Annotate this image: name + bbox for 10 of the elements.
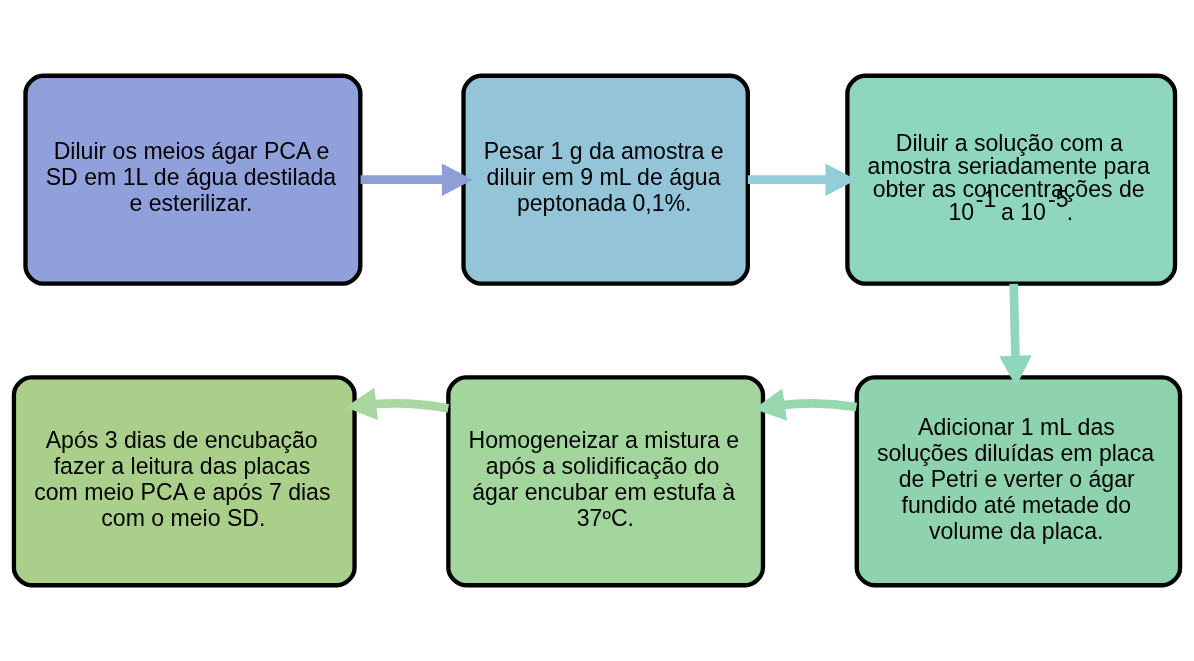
arrow: [747, 163, 857, 196]
node-box: Pesar 1 g da amostra e diluir em 9 mL de água peptonada 0,1%.: [461, 73, 750, 286]
node-box: Homogeneizar a mistura e após a solidificação do ágar encubar em estufa à 37ºC.: [446, 375, 766, 588]
node-box: Diluir os meios ágar PCA e SD em 1L de água destilada e esterilizar.: [23, 73, 363, 286]
arrow: [999, 283, 1032, 387]
node-box: Após 3 dias de encubação fazer a leitura das placas com meio PCA e após 7 dias com o meio SD.: [11, 375, 357, 588]
arrow: [360, 163, 473, 196]
arrow: [345, 387, 449, 420]
arrow: [754, 388, 858, 421]
node-box: Adicionar 1 mL das soluções diluídas em placa de Petri e verter o ágar fundido até metade do volume da placa.: [854, 375, 1183, 588]
